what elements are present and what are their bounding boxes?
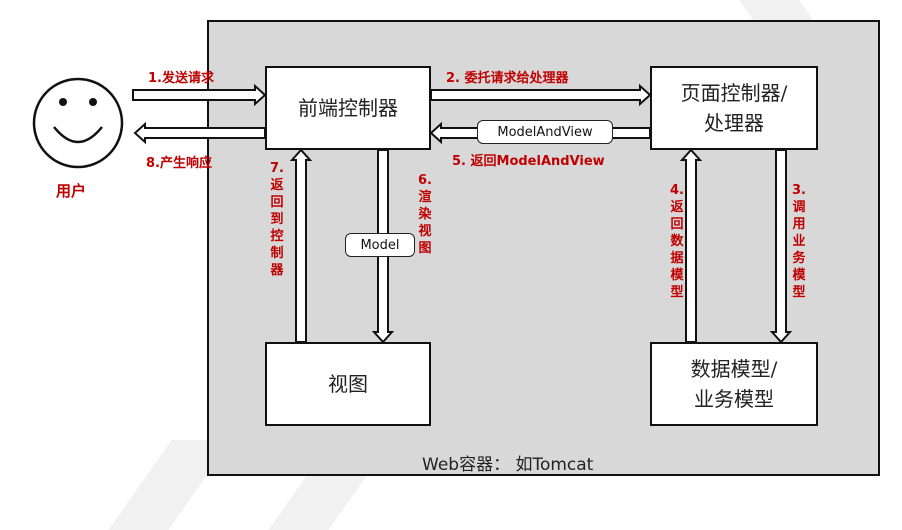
arrow-response xyxy=(133,121,266,145)
modelandview-pill-label: ModelAndView xyxy=(497,124,593,140)
arrow-return-data-model xyxy=(679,148,703,343)
arrow-send-request xyxy=(132,83,267,107)
step-7-char: 7. xyxy=(270,161,284,176)
step-3-char: 调 xyxy=(792,200,806,215)
step-4-char: 数 xyxy=(670,234,684,249)
page-controller-label-line1: 页面控制器/ xyxy=(680,81,788,105)
step-3-label: 3. 调 用 业 务 模 型 xyxy=(792,182,806,301)
step-3-char: 3. xyxy=(792,183,806,198)
step-6-char: 渲 xyxy=(418,190,432,205)
step-6-char: 视 xyxy=(418,224,432,239)
arrow-call-business-model xyxy=(769,149,793,344)
step-3-char: 型 xyxy=(792,285,806,300)
step-7-char: 器 xyxy=(270,263,284,278)
step-6-char: 6. xyxy=(418,173,432,188)
step-7-char: 回 xyxy=(270,195,284,210)
step-2-label: 2. 委托请求给处理器 xyxy=(446,71,569,86)
model-pill: Model xyxy=(345,233,415,257)
user-label: 用户 xyxy=(56,182,87,200)
step-6-label: 6. 渲 染 视 图 xyxy=(418,172,432,257)
data-model-label-line1: 数据模型/ xyxy=(690,357,778,381)
modelandview-pill: ModelAndView xyxy=(477,120,613,144)
arrow-return-to-controller xyxy=(289,148,313,343)
data-model-box: 数据模型/ 业务模型 xyxy=(650,342,818,426)
step-4-label: 4. 返 回 数 据 模 型 xyxy=(670,182,684,301)
model-pill-label: Model xyxy=(360,237,400,253)
step-3-char: 务 xyxy=(792,251,806,266)
step-7-label: 7. 返 回 到 控 制 器 xyxy=(270,160,284,279)
step-3-char: 用 xyxy=(792,217,806,232)
user-smiley-icon xyxy=(32,77,124,169)
arrow-delegate-request xyxy=(430,83,652,107)
page-controller-label-line2: 处理器 xyxy=(704,111,764,135)
step-7-char: 制 xyxy=(270,246,284,261)
front-controller-box: 前端控制器 xyxy=(265,66,431,150)
step-4-char: 模 xyxy=(670,268,684,283)
step-1-label: 1.发送请求 xyxy=(148,71,214,86)
step-4-char: 回 xyxy=(670,217,684,232)
step-6-char: 染 xyxy=(418,207,432,222)
view-box: 视图 xyxy=(265,342,431,426)
step-3-char: 业 xyxy=(792,234,806,249)
step-4-char: 4. xyxy=(670,183,684,198)
data-model-label-line2: 业务模型 xyxy=(694,387,774,411)
step-7-char: 返 xyxy=(270,178,284,193)
step-4-char: 型 xyxy=(670,285,684,300)
container-label: Web容器： 如Tomcat xyxy=(422,455,594,475)
step-4-char: 返 xyxy=(670,200,684,215)
step-6-char: 图 xyxy=(418,241,432,256)
step-3-char: 模 xyxy=(792,268,806,283)
step-4-char: 据 xyxy=(670,251,684,266)
front-controller-label: 前端控制器 xyxy=(298,96,398,120)
step-7-char: 控 xyxy=(270,229,284,244)
step-8-label: 8.产生响应 xyxy=(146,156,212,171)
page-controller-box: 页面控制器/ 处理器 xyxy=(650,66,818,150)
view-label: 视图 xyxy=(328,372,368,396)
step-7-char: 到 xyxy=(270,212,284,227)
step-5-label: 5. 返回ModelAndView xyxy=(452,154,605,169)
